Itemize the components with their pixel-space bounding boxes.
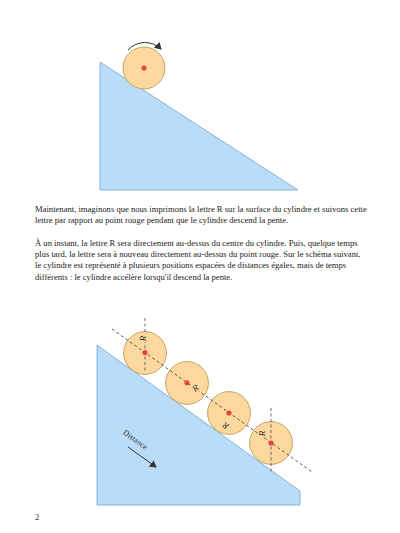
- slope: [97, 345, 300, 505]
- cylinder-outline: [249, 421, 293, 465]
- cylinder: R: [123, 331, 167, 375]
- rotation-arrow: [128, 43, 161, 50]
- cylinder: [123, 47, 165, 89]
- paragraph: À un instant, la lettre R sera directeme…: [35, 238, 367, 283]
- red-dot: [141, 65, 146, 70]
- printed-letter: R: [140, 335, 149, 343]
- cylinder-outline: [165, 361, 209, 405]
- center-line: [112, 329, 312, 472]
- cylinder: R: [165, 361, 209, 405]
- paragraph: Maintenant, imaginons que nous imprimons…: [35, 204, 367, 226]
- printed-letter: R: [259, 429, 268, 437]
- cylinder: R: [249, 421, 293, 465]
- page-number: 2: [35, 512, 39, 522]
- cylinder: R: [207, 391, 251, 435]
- cylinder-outline: [207, 391, 251, 435]
